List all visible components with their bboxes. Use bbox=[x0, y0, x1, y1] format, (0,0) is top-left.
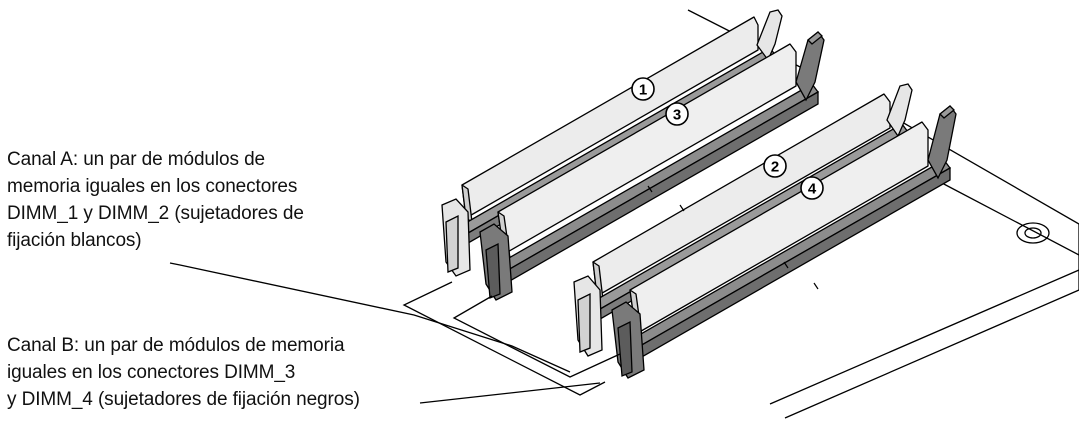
channel-a-line-3: DIMM_1 y DIMM_2 (sujetadores de bbox=[7, 203, 304, 224]
channel-a-label: Canal A: un par de módulos de memoria ig… bbox=[7, 146, 304, 254]
callout-3-text: 3 bbox=[673, 107, 681, 124]
channel-a-line-1: Canal A: un par de módulos de bbox=[7, 149, 265, 170]
callout-1-text: 1 bbox=[639, 82, 647, 99]
leader-lines bbox=[169, 262, 621, 404]
channel-b-line-3: y DIMM_4 (sujetadores de fijación negros… bbox=[7, 389, 360, 410]
callout-2-text: 2 bbox=[771, 159, 779, 176]
callout-4: 4 bbox=[800, 176, 824, 200]
channel-b-label: Canal B: un par de módulos de memoria ig… bbox=[7, 332, 360, 413]
dimm-4-black-clip-right bbox=[927, 105, 957, 180]
channel-b-line-1: Canal B: un par de módulos de memoria bbox=[7, 335, 345, 356]
callout-4-text: 4 bbox=[808, 181, 817, 198]
channel-a-line-4: fijación blancos) bbox=[7, 230, 142, 251]
dimm-1-white-clip-left bbox=[441, 198, 471, 277]
callout-3: 3 bbox=[665, 102, 689, 126]
module-notches bbox=[647, 185, 819, 290]
channel-a-leader bbox=[169, 262, 571, 373]
channel-b-leader bbox=[419, 382, 601, 404]
dimm-2-white-clip-right bbox=[886, 83, 913, 138]
screw-hole-icon bbox=[1016, 222, 1050, 244]
channel-b-bracket bbox=[452, 295, 621, 378]
channel-a-bracket bbox=[402, 281, 606, 396]
channel-a-line-2: memoria iguales en los conectores bbox=[7, 176, 298, 197]
dimm-4-black-clip-left bbox=[611, 301, 645, 379]
callout-1: 1 bbox=[631, 77, 655, 101]
dimm-3-black-clip-right bbox=[795, 31, 825, 102]
dimm-2-white-clip-left bbox=[573, 275, 603, 357]
callout-2: 2 bbox=[763, 154, 787, 178]
channel-b-line-2: iguales en los conectores DIMM_3 bbox=[7, 362, 296, 383]
dimm-3-black-clip-left bbox=[479, 223, 513, 301]
